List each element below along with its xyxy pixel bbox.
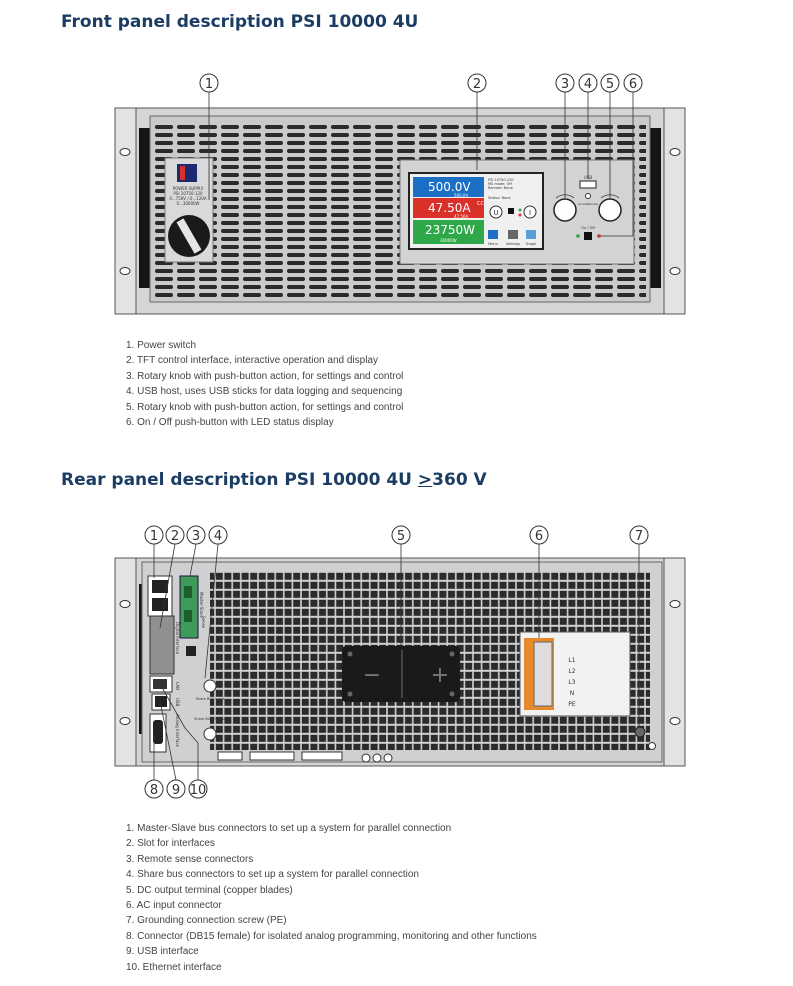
svg-text:CC: CC <box>477 201 484 207</box>
svg-text:1: 1 <box>205 77 213 92</box>
master-slave-connector-bottom[interactable] <box>152 598 168 611</box>
svg-text:8: 8 <box>150 783 158 798</box>
front-panel-diagram: POWER SUPPLY PSI 10750-120 0...750V / 0.… <box>114 73 686 315</box>
power-supply-model: PSI 10750-120 <box>173 191 203 196</box>
usb-port[interactable] <box>155 696 167 707</box>
svg-text:N: N <box>570 690 575 697</box>
legend-item: 2. Slot for interfaces <box>126 838 215 850</box>
legend-item: 5. DC output terminal (copper blades) <box>126 884 293 896</box>
svg-text:MS mode: Off: MS mode: Off <box>488 182 512 186</box>
power-supply-range: 0...750V / 0...120A <box>169 196 207 201</box>
svg-text:Remote: None: Remote: None <box>488 186 513 190</box>
svg-text:Graph: Graph <box>526 242 537 246</box>
svg-text:5: 5 <box>606 77 614 92</box>
settings-button[interactable] <box>508 230 518 239</box>
svg-text:PSI 10750-120: PSI 10750-120 <box>488 178 514 182</box>
svg-text:L2: L2 <box>568 668 575 675</box>
legend-item: 10. Ethernet interface <box>126 961 222 973</box>
svg-text:Settings: Settings <box>506 242 521 246</box>
svg-text:−: − <box>363 663 381 688</box>
svg-text:Master-Slave: Master-Slave <box>199 592 204 618</box>
share-bus-output[interactable] <box>203 727 217 741</box>
legend-item: 8. Connector (DB15 female) for isolated … <box>126 930 537 942</box>
svg-text:Menu: Menu <box>488 242 498 246</box>
svg-text:30000W: 30000W <box>440 238 457 243</box>
rotary-knob-right[interactable] <box>598 198 622 222</box>
svg-text:On / Off: On / Off <box>581 226 595 230</box>
svg-text:Local/Remote: Local/Remote <box>578 202 599 206</box>
svg-text:LAN: LAN <box>175 682 180 690</box>
svg-text:USB: USB <box>175 698 180 706</box>
legend-item: 4. Share bus connectors to set up a syst… <box>126 869 419 881</box>
remote-sense-connector[interactable] <box>179 575 199 639</box>
svg-text:U: U <box>493 209 498 217</box>
svg-text:5: 5 <box>397 529 405 544</box>
front-panel-legend: 1. Power switch 2. TFT control interface… <box>126 338 403 430</box>
svg-text:Share BUS Output: Share BUS Output <box>194 717 226 721</box>
master-slave-connector-top[interactable] <box>152 580 168 593</box>
on-off-button[interactable] <box>584 232 592 240</box>
legend-item: 1. Master-Slave bus connectors to set up… <box>126 823 452 834</box>
legend-item: 2. TFT control interface, interactive op… <box>126 355 378 367</box>
svg-text:Sense: Sense <box>201 616 206 629</box>
legend-item: 3. Rotary knob with push-button action, … <box>126 370 404 382</box>
front-panel-title: Front panel description PSI 10000 4U <box>61 12 419 32</box>
interface-slot[interactable] <box>149 615 175 675</box>
svg-text:1: 1 <box>150 529 158 544</box>
ground-screw[interactable] <box>634 726 646 738</box>
power-supply-label: POWER SUPPLY <box>173 186 204 191</box>
svg-text:7: 7 <box>635 529 643 544</box>
legend-item: 5. Rotary knob with push-button action, … <box>126 401 404 413</box>
svg-text:500.0V: 500.0V <box>454 193 468 198</box>
svg-text:3: 3 <box>561 77 569 92</box>
legend-item: 3. Remote sense connectors <box>126 853 254 865</box>
svg-text:4: 4 <box>214 529 222 544</box>
svg-text:3: 3 <box>192 529 200 544</box>
graph-button[interactable] <box>526 230 536 239</box>
svg-text:2: 2 <box>171 529 179 544</box>
svg-text:6: 6 <box>629 77 637 92</box>
legend-item: 6. AC input connector <box>126 899 222 911</box>
svg-text:47.50A: 47.50A <box>454 214 468 219</box>
rotary-knob-left[interactable] <box>553 198 577 222</box>
display-voltage: 500.0V <box>428 180 471 194</box>
power-supply-power: 0...30000W <box>176 201 199 206</box>
legend-item: 4. USB host, uses USB sticks for data lo… <box>126 386 403 398</box>
svg-text:PE: PE <box>568 701 576 708</box>
svg-text:Digital Interface: Digital Interface <box>175 622 180 655</box>
display-power: 23750W <box>425 223 475 237</box>
legend-item: 6. On / Off push-button with LED status … <box>126 416 334 428</box>
svg-text:9: 9 <box>172 783 180 798</box>
legend-item: 7. Grounding connection screw (PE) <box>126 915 287 927</box>
svg-text:L3: L3 <box>568 679 575 686</box>
legend-item: 9. USB interface <box>126 946 199 958</box>
menu-button[interactable] <box>488 230 498 239</box>
svg-text:4: 4 <box>584 77 592 92</box>
share-bus-input[interactable] <box>203 679 217 693</box>
display-current: 47.50A <box>428 201 471 215</box>
analog-db15-connector[interactable] <box>153 720 163 744</box>
rear-panel-title: Rear panel description PSI 10000 4U >360… <box>61 470 487 490</box>
svg-text:Share BUS Input: Share BUS Input <box>196 697 225 701</box>
svg-text:+: + <box>431 663 449 688</box>
svg-text:10: 10 <box>190 783 207 798</box>
rear-panel-diagram: Master-Slave Sense Digital Interface Sha… <box>114 525 686 799</box>
svg-text:6: 6 <box>535 529 543 544</box>
svg-text:Analog Interface: Analog Interface <box>175 714 180 748</box>
svg-text:Status: None: Status: None <box>488 196 511 200</box>
svg-text:I: I <box>529 209 531 217</box>
usb-host-port[interactable] <box>579 180 597 189</box>
svg-text:2: 2 <box>473 77 481 92</box>
rear-panel-legend: 1. Master-Slave bus connectors to set up… <box>126 821 537 975</box>
svg-text:L1: L1 <box>568 657 575 664</box>
legend-item: 1. Power switch <box>126 340 197 351</box>
